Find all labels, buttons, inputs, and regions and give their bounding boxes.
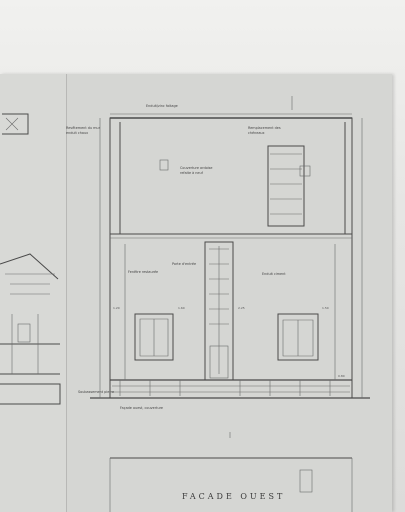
- left-panel-detail: [0, 74, 67, 512]
- annotation-mid-1: Couverture ardoise: [180, 166, 213, 170]
- annotation-bottom-right: Enduit ciment: [262, 272, 286, 276]
- dimension-4: 1.50: [322, 306, 329, 310]
- annotation-left-2: enduit chaux: [66, 131, 89, 135]
- annotation-bottom-label: Façade ouest, couverture: [120, 406, 163, 410]
- dimension-1: 1.20: [113, 306, 120, 310]
- annotation-top-right-2: chéneaux: [248, 131, 265, 135]
- facade-elevation-drawing: [0, 96, 370, 512]
- drawing-title: FACADE OUEST: [182, 492, 286, 501]
- dimension-5: 0.80: [338, 374, 345, 378]
- annotation-soubassement: Soubassement pierre: [78, 390, 115, 394]
- annotation-left-1: Revêtement du mur: [66, 126, 100, 130]
- facade-main: [90, 96, 370, 512]
- annotation-porte: Porte d'entrée: [172, 262, 197, 266]
- annotation-top-right-1: Remplacement des: [248, 126, 281, 130]
- annotation-fenetre: Fenêtre restaurée: [128, 270, 159, 274]
- dimension-3: 2.25: [238, 306, 245, 310]
- dimension-2: 1.60: [178, 306, 185, 310]
- annotation-mid-2: refaite à neuf: [180, 171, 203, 175]
- drawing-sheet: Enduit/zinc faitage Remplacement des ché…: [0, 74, 392, 512]
- annotation-ridge: Enduit/zinc faitage: [146, 104, 178, 108]
- left-detail-sketch: [0, 113, 61, 405]
